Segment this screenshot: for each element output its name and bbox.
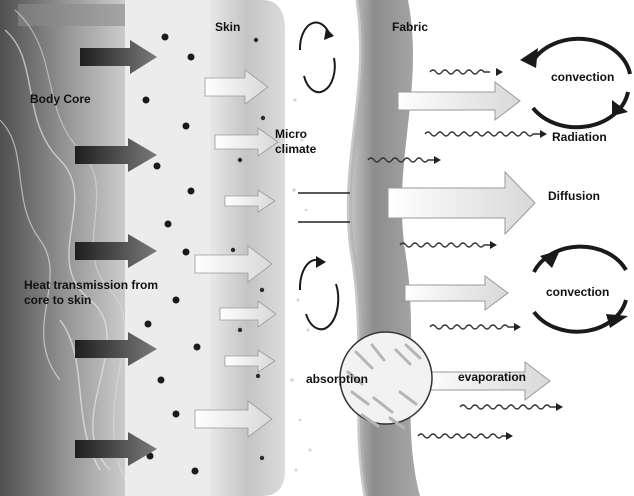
convection-arrow-top [398, 82, 520, 120]
convection-label-bottom: convection [546, 285, 609, 300]
micro-climate-label: Micro climate [275, 127, 316, 157]
radiation-label: Radiation [552, 130, 607, 145]
diffusion-label: Diffusion [548, 189, 600, 204]
convection-label-top: convection [551, 70, 614, 85]
convection-arrow-bottom [405, 276, 508, 310]
microclimate-loop-top [300, 23, 335, 93]
evaporation-label: evaporation [458, 370, 526, 385]
heat-transmission-label: Heat transmission from core to skin [24, 278, 158, 308]
body-core-label: Body Core [30, 92, 91, 107]
skin-label: Skin [215, 20, 240, 35]
microclimate-loop-bottom [300, 256, 338, 329]
absorption-label: absorption [306, 372, 368, 387]
fabric-label: Fabric [392, 20, 428, 35]
diffusion-arrow [298, 172, 535, 234]
